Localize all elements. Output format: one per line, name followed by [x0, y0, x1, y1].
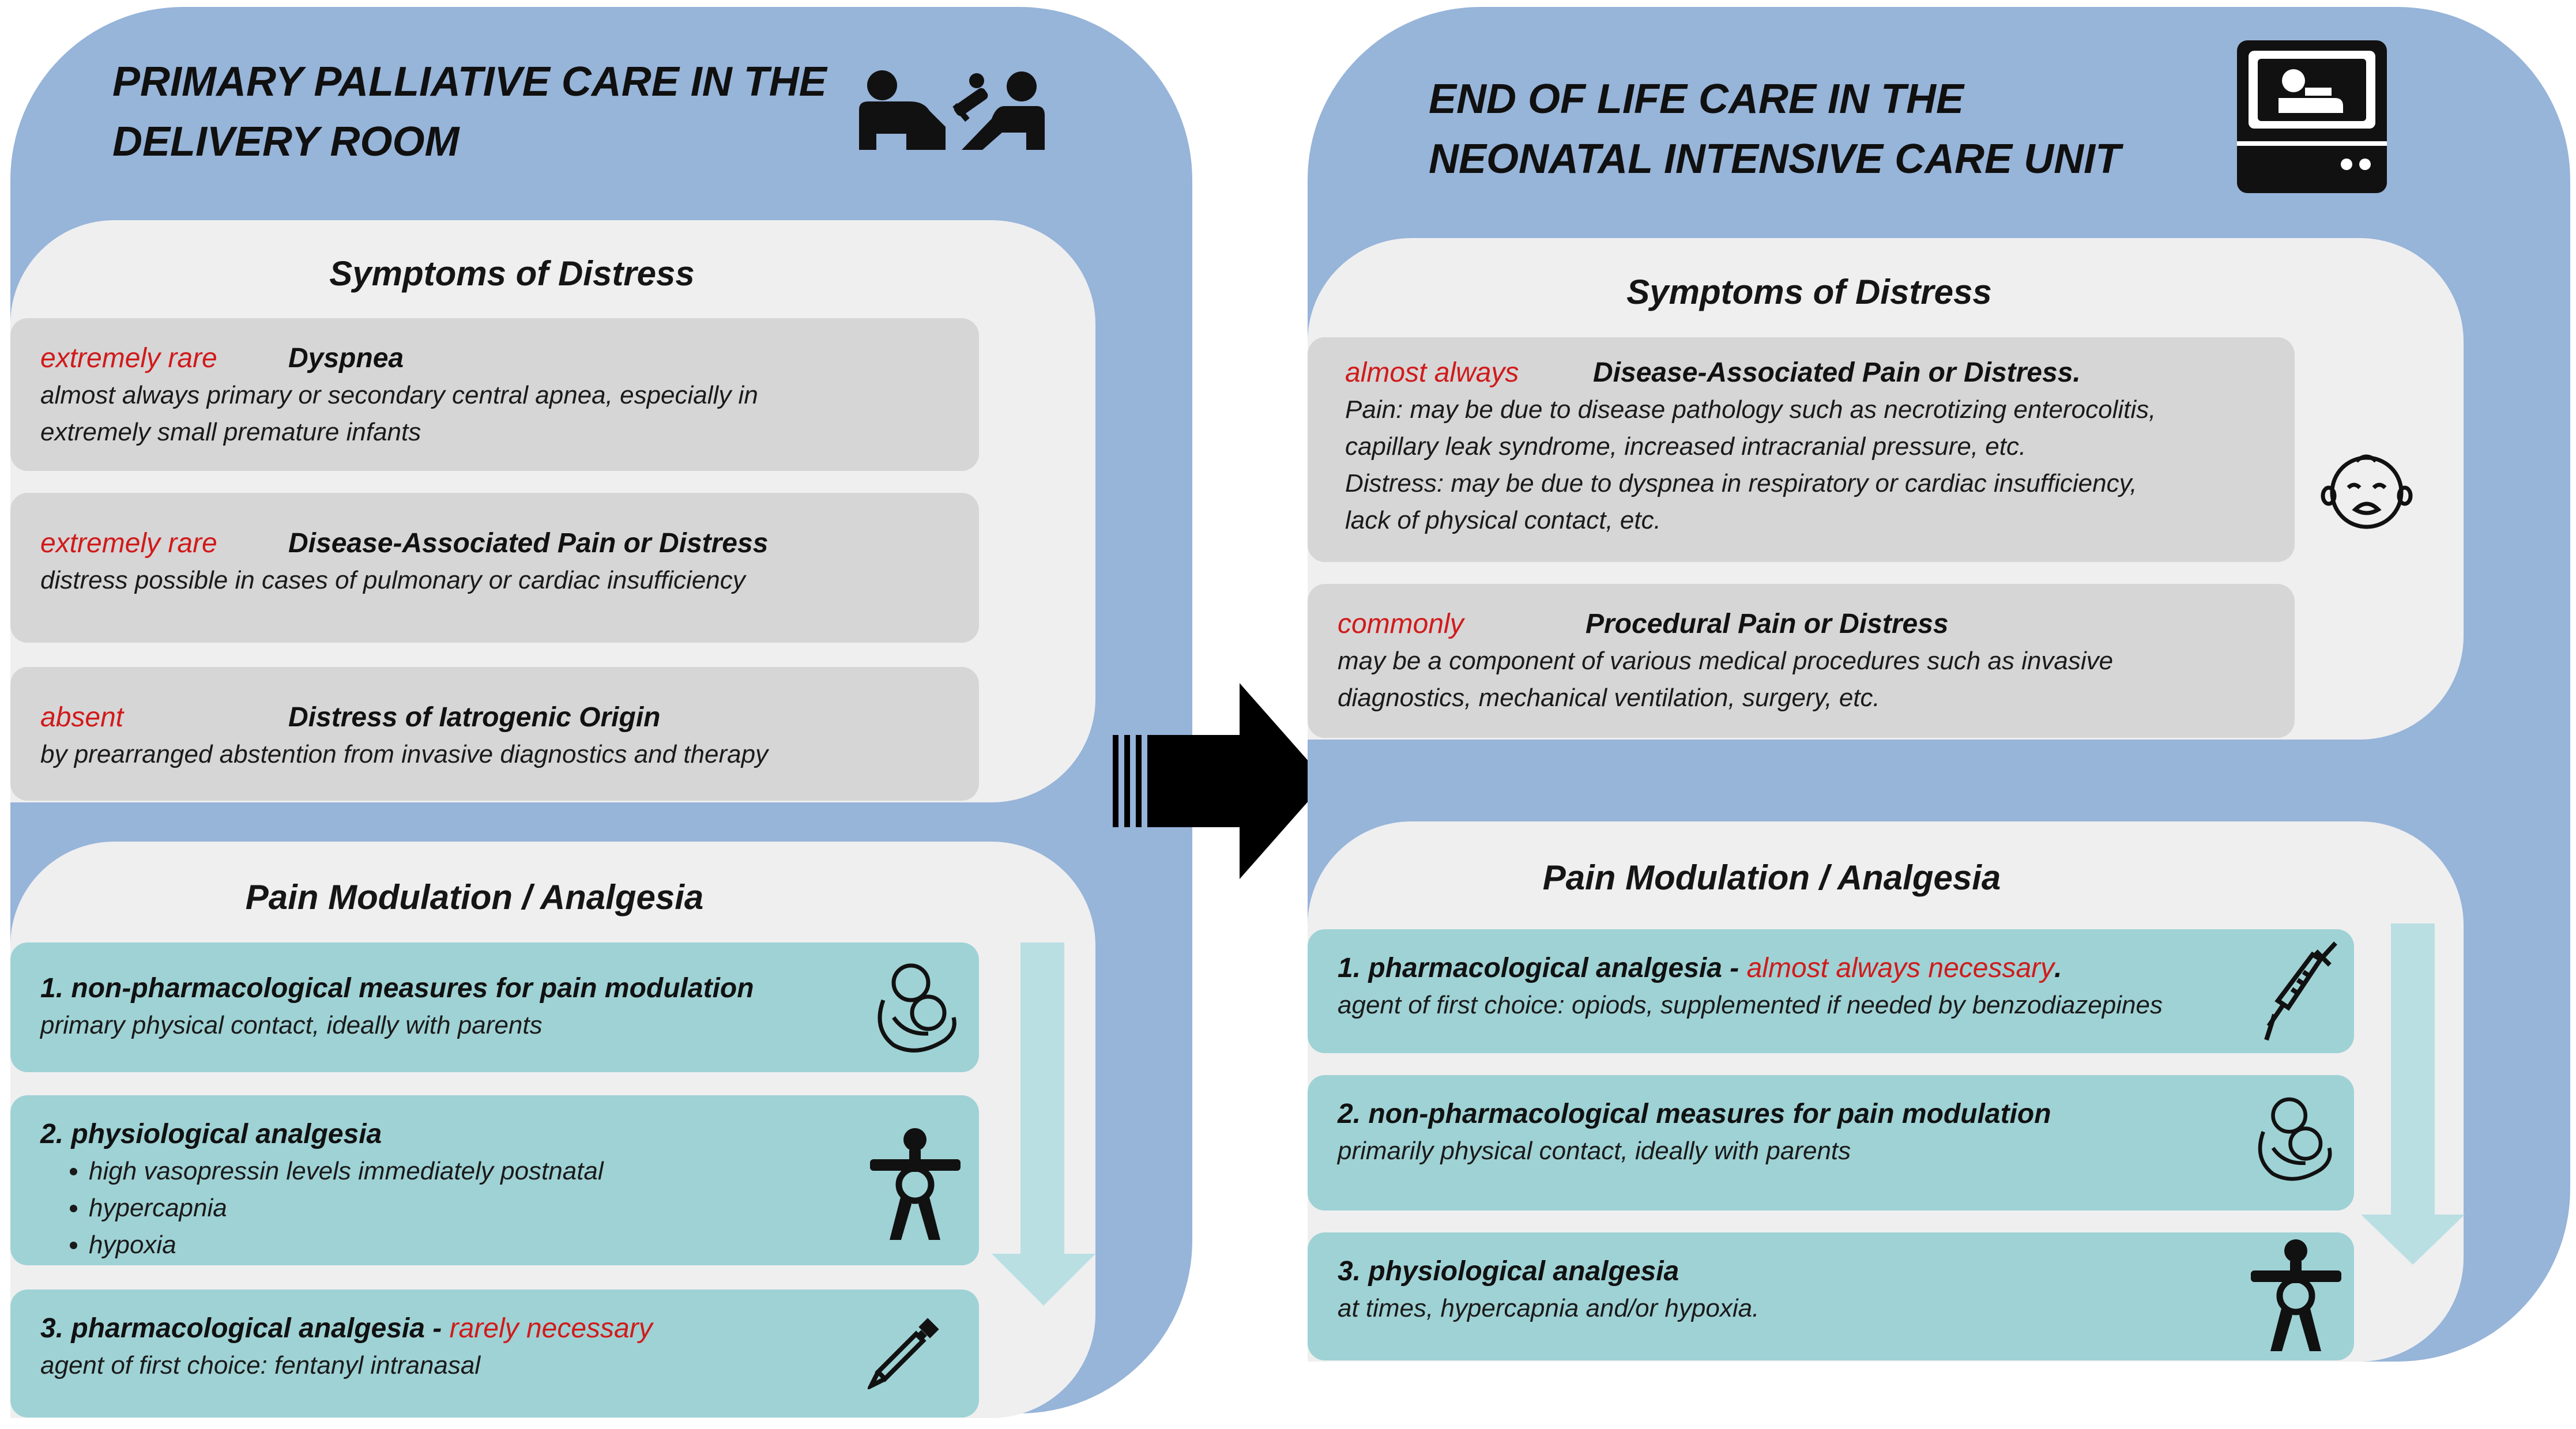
pain-card-title: 3. pharmacological analgesia - rarely ne… — [40, 1310, 949, 1347]
symptom-title: almost always Disease-Associated Pain or … — [1345, 355, 2265, 391]
mother-child-hug-icon — [2251, 1092, 2338, 1185]
symptom-description-line: almost always primary or secondary centr… — [40, 381, 758, 409]
symptom-label: Disease-Associated Pain or Distress. — [1593, 357, 2081, 388]
pain-card-title: 1. non-pharmacological measures for pain… — [40, 973, 754, 1004]
pain-card-title: 2. non-pharmacological measures for pain… — [1338, 1099, 2051, 1129]
pain-card-title: 1. pharmacological analgesia - almost al… — [1338, 950, 2324, 987]
left-pain-heading: Pain Modulation / Analgesia — [245, 878, 704, 917]
pain-card-description: at times, hypercapnia and/or hypoxia. — [1338, 1294, 1760, 1322]
mother-child-hug-icon — [871, 960, 963, 1055]
symptom-title: extremely rare Disease-Associated Pain or… — [40, 525, 949, 562]
human-figure-icon — [2249, 1238, 2344, 1353]
pain-card-title: 3. physiological analgesia — [1338, 1256, 1679, 1287]
symptom-description-line: by prearranged abstention from invasive … — [40, 740, 769, 768]
down-arrow-icon — [992, 942, 1095, 1311]
right-symptoms-heading: Symptoms of Distress — [1626, 273, 1992, 311]
bullet-item: hypercapnia — [89, 1190, 949, 1227]
frequency-label: extremely rare — [40, 528, 217, 559]
right-symptom-card-disease: almost always Disease-Associated Pain or … — [1308, 337, 2295, 562]
pain-card-label: 1. pharmacological analgesia - — [1338, 953, 1739, 983]
right-pain-card-pharm: 1. pharmacological analgesia - almost al… — [1308, 929, 2354, 1053]
bullet-item: hypoxia — [89, 1227, 949, 1264]
left-symptoms-heading: Symptoms of Distress — [329, 254, 695, 293]
symptom-label: Disease-Associated Pain or Distress — [288, 528, 769, 559]
pain-card-description: agent of first choice: fentanyl intranas… — [40, 1351, 481, 1379]
right-title-line2: NEONATAL INTENSIVE CARE UNIT — [1429, 136, 2121, 182]
pain-card-description: primary physical contact, ideally with p… — [40, 1011, 543, 1039]
left-pain-card-pharm: 3. pharmacological analgesia - rarely ne… — [10, 1290, 979, 1417]
pain-card-title: 2. physiological analgesia — [40, 1119, 382, 1149]
syringe-icon — [2263, 940, 2344, 1043]
pain-card-description: primarily physical contact, ideally with… — [1338, 1137, 1851, 1165]
symptom-description-line: Distress: may be due to dyspnea in respi… — [1345, 469, 2137, 497]
pain-card-description: agent of first choice: opiods, supplemen… — [1338, 991, 2163, 1019]
right-title-line1: END OF LIFE CARE IN THE — [1429, 76, 1964, 122]
right-pain-card-nonpharm: 2. non-pharmacological measures for pain… — [1308, 1075, 2354, 1211]
bullet-item: high vasopressin levels immediately post… — [89, 1153, 949, 1190]
symptom-description-line: extremely small premature infants — [40, 418, 421, 446]
left-pain-card-nonpharm: 1. non-pharmacological measures for pain… — [10, 942, 979, 1072]
down-arrow-icon — [2361, 923, 2465, 1269]
frequency-label: commonly — [1338, 609, 1464, 639]
left-title-line1: PRIMARY PALLIATIVE CARE IN THE — [112, 59, 827, 105]
left-title: PRIMARY PALLIATIVE CARE IN THE DELIVERY … — [112, 52, 891, 172]
right-symptom-card-procedural: commonly Procedural Pain or Distress may … — [1308, 584, 2295, 738]
symptom-title: absent Distress of Iatrogenic Origin — [40, 699, 949, 736]
incubator-icon — [2237, 40, 2387, 193]
symptom-label: Distress of Iatrogenic Origin — [288, 702, 661, 733]
parent-with-infant-icon — [853, 63, 1049, 156]
right-pain-heading: Pain Modulation / Analgesia — [1542, 858, 2001, 897]
necessity-label: rarely necessary — [449, 1313, 653, 1344]
frequency-label: extremely rare — [40, 343, 217, 374]
symptom-description-line: may be a component of various medical pr… — [1338, 647, 2114, 675]
human-figure-icon — [868, 1127, 963, 1242]
right-pain-card-physio: 3. physiological analgesia at times, hyp… — [1308, 1232, 2354, 1360]
crying-baby-face-icon — [2321, 448, 2413, 532]
right-title: END OF LIFE CARE IN THE NEONATAL INTENSI… — [1429, 69, 2236, 189]
symptom-title: extremely rare Dyspnea — [40, 340, 949, 377]
symptom-label: Procedural Pain or Distress — [1585, 609, 1949, 639]
symptom-label: Dyspnea — [288, 343, 404, 374]
necessity-label: almost always necessary — [1746, 953, 2055, 983]
frequency-label: almost always — [1345, 357, 1519, 388]
symptom-description-line: distress possible in cases of pulmonary … — [40, 566, 745, 594]
frequency-label: absent — [40, 702, 124, 733]
pain-card-tail: . — [2054, 953, 2062, 983]
left-pain-card-physio: 2. physiological analgesia high vasopres… — [10, 1095, 979, 1265]
symptom-description-line: diagnostics, mechanical ventilation, sur… — [1338, 684, 1880, 712]
bullet-list: high vasopressin levels immediately post… — [40, 1153, 949, 1264]
symptom-description-line: capillary leak syndrome, increased intra… — [1345, 432, 2027, 461]
symptom-title: commonly Procedural Pain or Distress — [1338, 606, 2265, 643]
left-title-line2: DELIVERY ROOM — [112, 119, 460, 165]
pain-card-label: 3. pharmacological analgesia - — [40, 1313, 442, 1344]
left-symptom-card-disease: extremely rare Disease-Associated Pain or… — [10, 493, 979, 643]
left-symptom-card-dyspnea: extremely rare Dyspnea almost always prim… — [10, 318, 979, 471]
pipette-icon — [866, 1314, 943, 1391]
symptom-description-line: lack of physical contact, etc. — [1345, 506, 1661, 534]
symptom-description-line: Pain: may be due to disease pathology su… — [1345, 395, 2156, 424]
left-symptom-card-iatrogenic: absent Distress of Iatrogenic Origin by p… — [10, 667, 979, 801]
right-arrow-icon — [1113, 683, 1326, 879]
